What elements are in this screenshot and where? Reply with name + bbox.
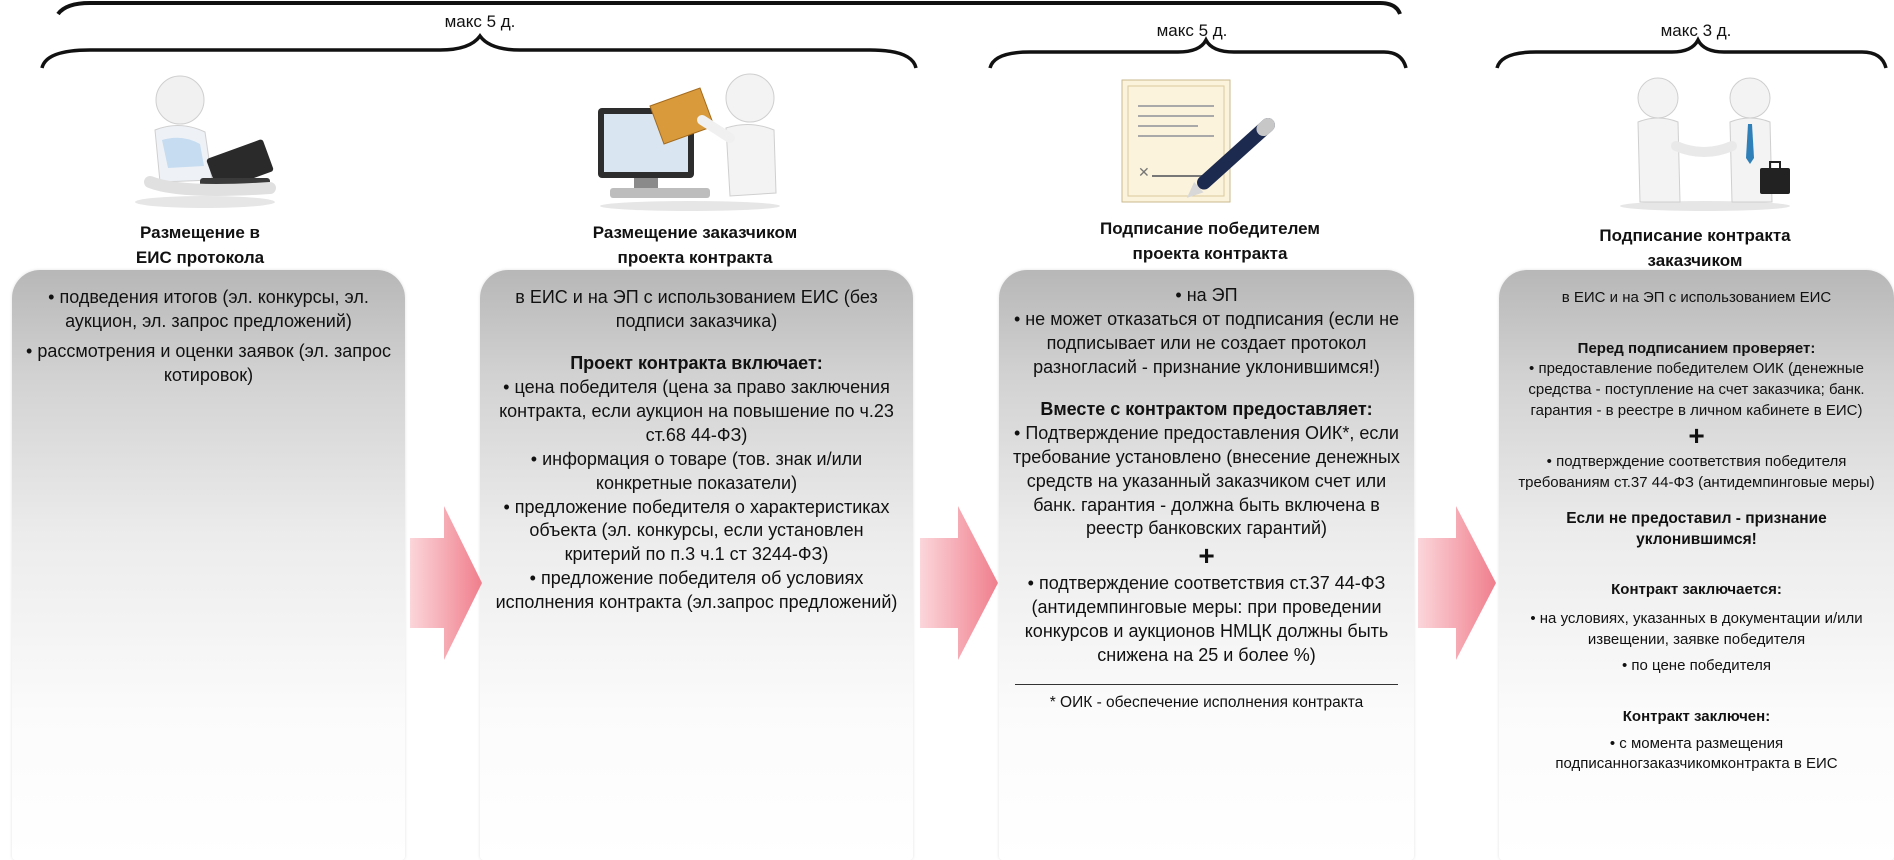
flow-arrow-2 <box>920 506 998 660</box>
step-4-item: • на условиях, указанных в документации … <box>1530 610 1863 648</box>
step-4-heading: Контракт заключен: <box>1622 708 1771 726</box>
flow-arrow-3 <box>1418 506 1496 660</box>
signed-document-pen-icon: ✕ <box>1121 79 1275 203</box>
step-2-heading: Проект контракта включает: <box>570 352 823 373</box>
brace-1 <box>40 32 918 69</box>
step-2-panel: в ЕИС и на ЭП с использованием ЕИС (без … <box>480 270 913 860</box>
step-2-item: • информация о товаре (тов. знак и/или к… <box>530 448 863 493</box>
step-1-item: • подведения итогов (эл. конкурсы, эл. а… <box>48 287 369 331</box>
plus-sign: + <box>1198 540 1215 572</box>
step-2-item: • цена победителя (цена за право заключе… <box>499 376 894 445</box>
step-1-title: Размещение в ЕИС протокола <box>135 223 265 267</box>
step-3-item: • Подтверждение предоставления ОИК*, есл… <box>1013 422 1400 539</box>
brace-3 <box>1495 36 1888 69</box>
step-3-item: • на ЭП <box>1175 285 1238 305</box>
step-1-panel: • подведения итогов (эл. конкурсы, эл. а… <box>12 270 405 860</box>
step-2-item: • предложение победителя о характеристик… <box>503 496 890 565</box>
step-4-item: • с момента размещения подписанногзаказч… <box>1555 734 1838 773</box>
step-4-panel: в ЕИС и на ЭП с использованием ЕИС Перед… <box>1499 270 1894 860</box>
step-3-title: Подписание победителем проекта контракта <box>1100 219 1320 263</box>
step-4-intro: в ЕИС и на ЭП с использованием ЕИС <box>1561 289 1832 306</box>
outer-brace-top <box>56 0 1402 16</box>
step-2-title: Размещение заказчиком проекта контракта <box>592 223 798 267</box>
step-2-item: • предложение победителя об условиях исп… <box>495 568 898 613</box>
step-3-panel: • на ЭП • не может отказаться от подписа… <box>999 270 1414 860</box>
step-4-item: • по цене победителя <box>1621 657 1772 675</box>
flow-arrow-1 <box>410 506 482 660</box>
step-1-item: • рассмотрения и оценки заявок (эл. запр… <box>26 340 391 385</box>
handshake-icon <box>1620 77 1790 211</box>
step-3-footnote: * ОИК - обеспечение исполнения контракта <box>1049 693 1364 711</box>
step-4-warning: Если не предоставил - признание уклонивш… <box>1566 509 1827 548</box>
step-4-item: • предоставление победителем ОИК (денежн… <box>1528 360 1865 419</box>
step-4-heading: Перед подписанием проверяет: <box>1577 339 1816 357</box>
step-3-item: • подтверждение соответствия ст.37 44-ФЗ… <box>1024 573 1389 665</box>
step-4-item: • подтверждение соответствия победителя … <box>1518 453 1875 491</box>
person-sending-document-icon <box>598 73 780 211</box>
brace-1-label: макс 5 д. <box>444 12 516 31</box>
divider <box>1015 683 1398 685</box>
brace-2 <box>988 36 1408 69</box>
step-3-item: • не может отказаться от подписания (есл… <box>1013 308 1400 377</box>
step-4-heading: Контракт заключается: <box>1611 581 1782 599</box>
brace-2-label: макс 5 д. <box>1156 21 1228 40</box>
plus-sign: + <box>1688 420 1705 452</box>
step-4-title: Подписание контракта заказчиком <box>1599 226 1791 270</box>
step-3-heading: Вместе с контрактом предоставляет: <box>1040 398 1373 419</box>
person-at-laptop-icon <box>135 75 276 208</box>
step-2-intro: в ЕИС и на ЭП с использованием ЕИС (без … <box>515 287 878 331</box>
brace-3-label: макс 3 д. <box>1660 21 1732 40</box>
svg-text:✕: ✕ <box>1138 165 1150 181</box>
